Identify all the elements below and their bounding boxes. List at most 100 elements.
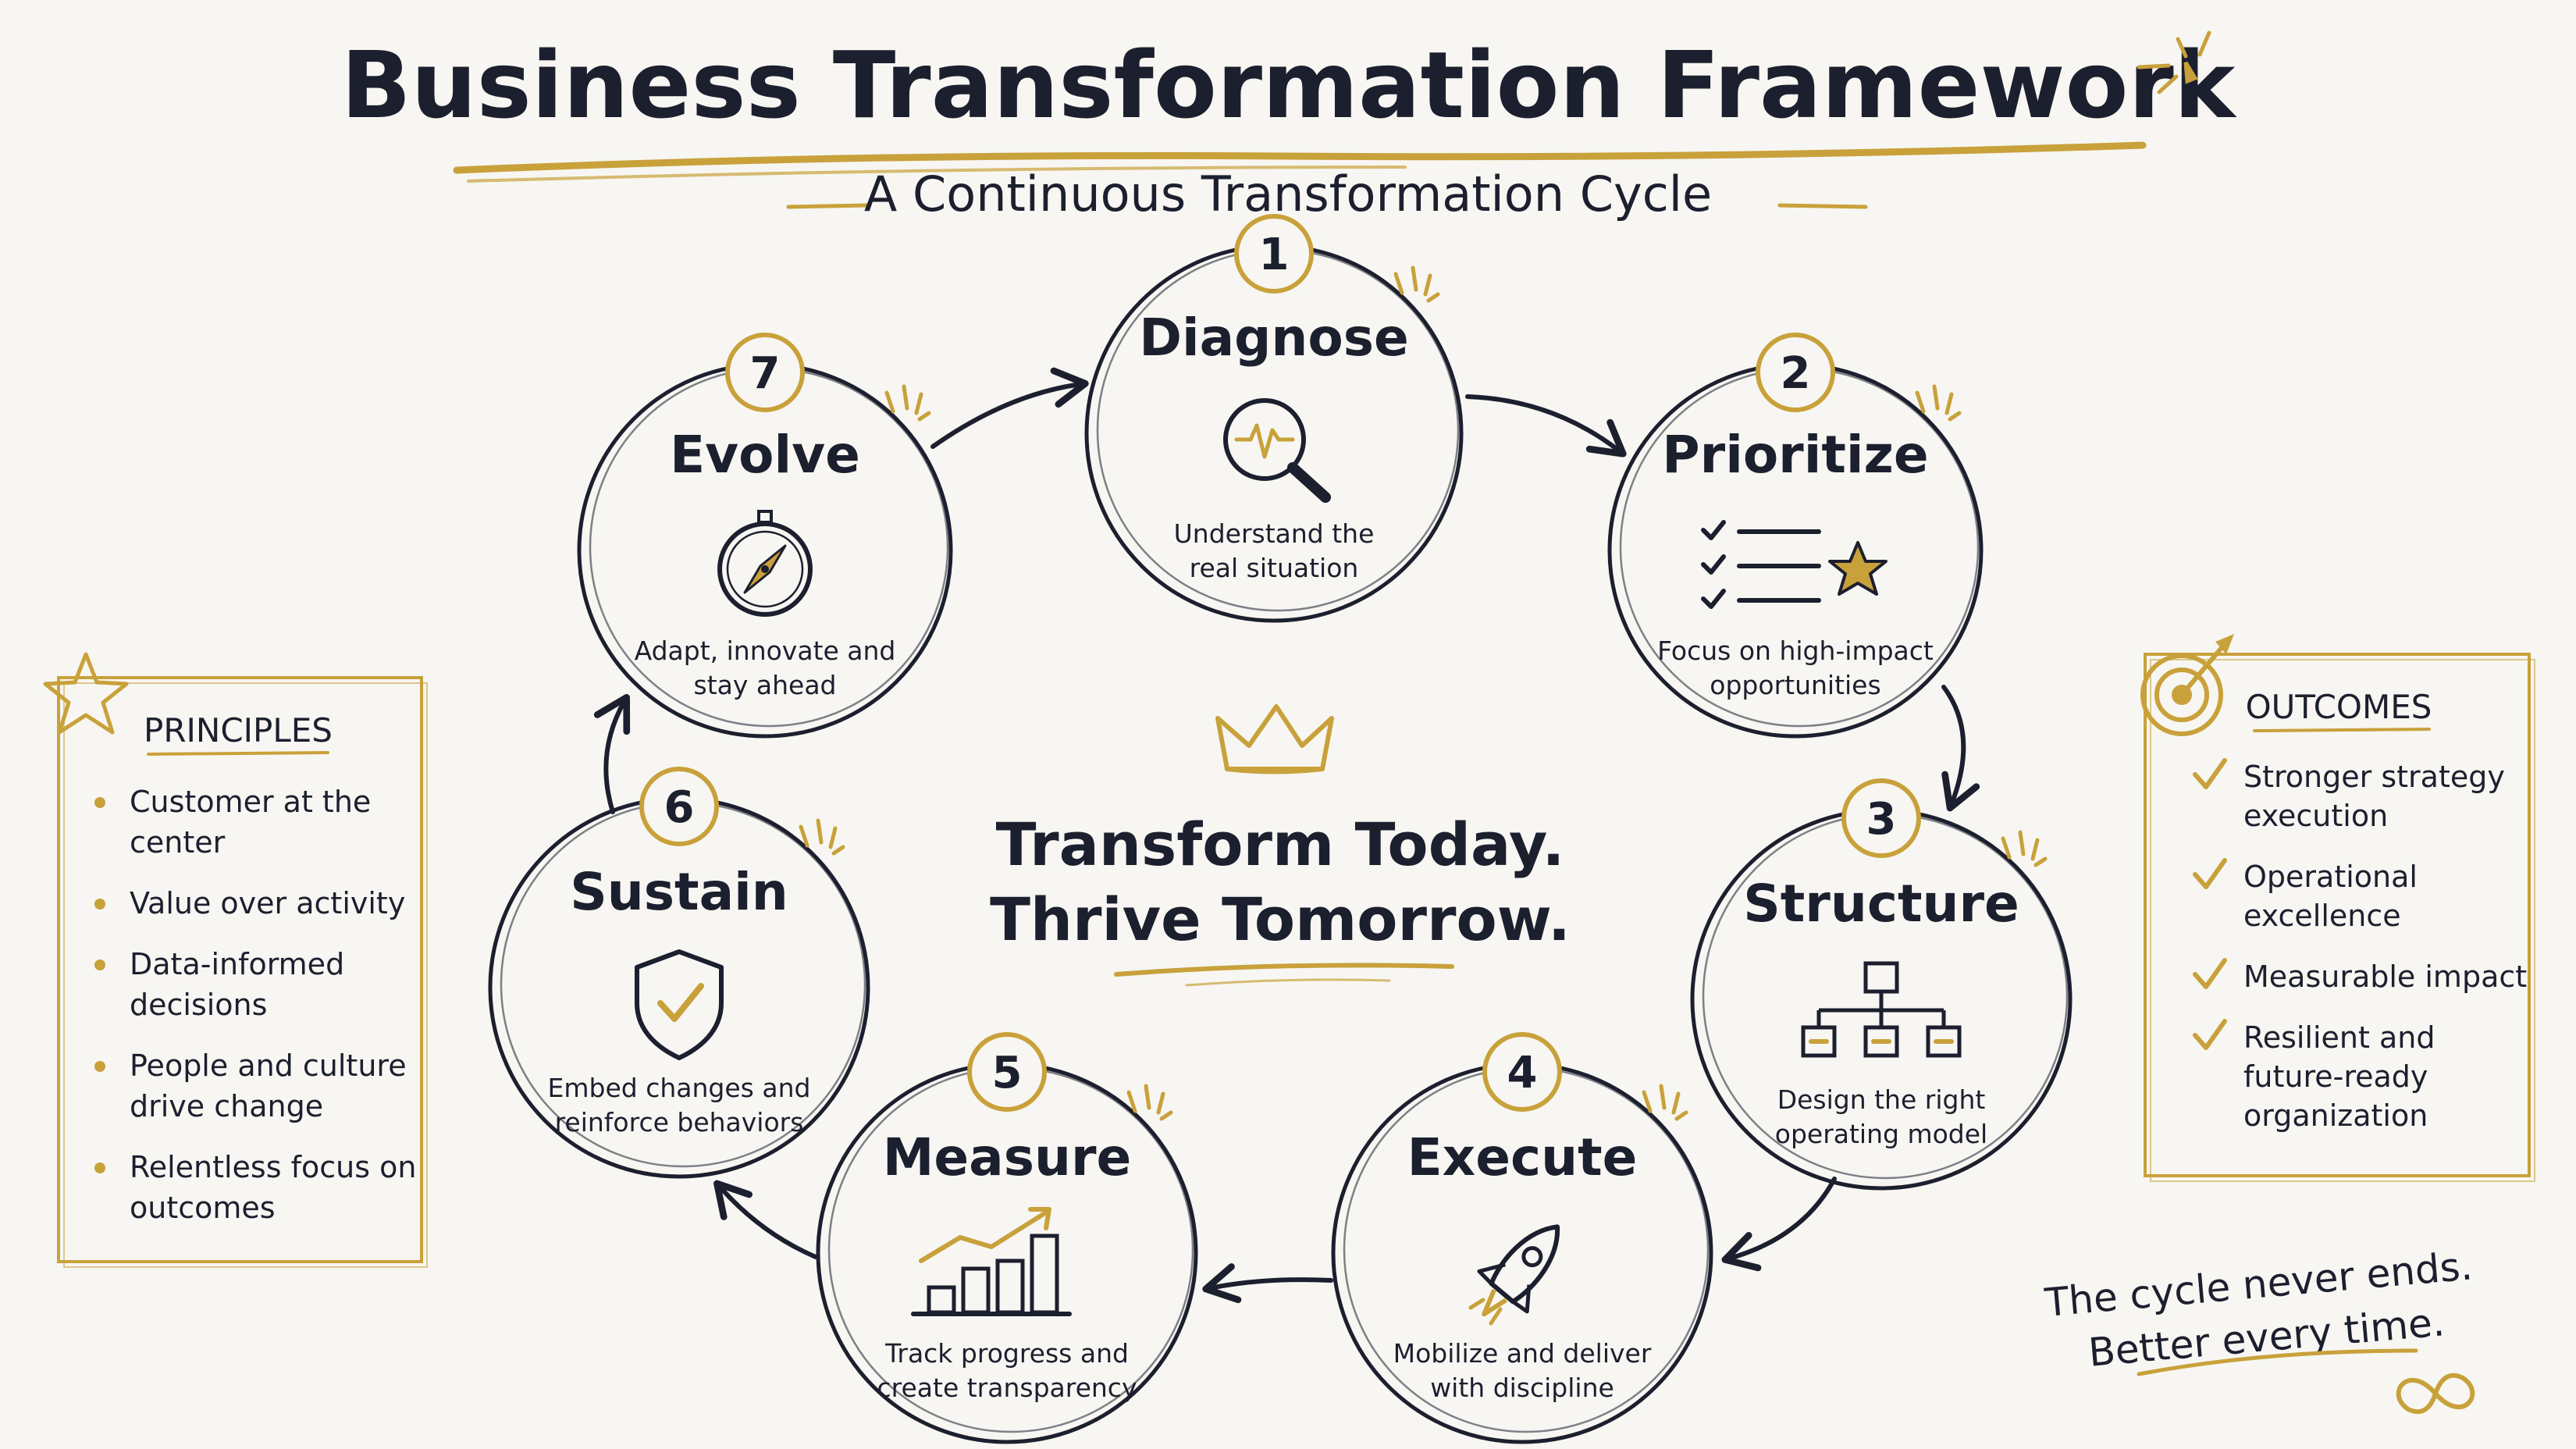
outcome-item: Measurable impact (2193, 958, 2527, 994)
sparkle-icon (2137, 30, 2211, 94)
checklist-star-icon (1701, 520, 1888, 609)
step-sparkle-icon (799, 818, 845, 856)
check-icon (2193, 758, 2227, 789)
center-line-2: Thrive Tomorrow. (990, 885, 1571, 954)
target-icon (2140, 634, 2234, 736)
step-sparkle-icon (884, 384, 931, 422)
step-title: Sustain (570, 862, 788, 922)
cycle-arrows (593, 367, 1980, 1304)
principle-text: drive change (130, 1089, 323, 1123)
step-sparkle-icon (2001, 830, 2048, 867)
center-underline (1114, 963, 1454, 977)
step-title: Evolve (670, 425, 860, 485)
check-icon (2193, 1019, 2227, 1050)
principle-text: outcomes (130, 1191, 276, 1225)
step-number: 1 (1259, 230, 1290, 280)
principle-text: center (130, 825, 226, 860)
footer-note: The cycle never ends. Better every time. (2042, 1243, 2475, 1415)
step-sparkle-icon (1642, 1084, 1688, 1121)
step-sparkle-icon (1126, 1084, 1173, 1121)
principle-text: People and culture (130, 1048, 407, 1083)
step-desc-line-2: reinforce behaviors (555, 1107, 804, 1137)
step-sparkle-icon (1393, 265, 1440, 303)
step-number: 3 (1866, 794, 1897, 845)
step-desc-line-2: with discipline (1430, 1372, 1614, 1403)
header: Business Transformation Framework A Cont… (341, 30, 2237, 223)
subtitle-dash-left (786, 203, 869, 209)
step-number-badge (725, 333, 805, 412)
outcomes-title: OUTCOMES (2246, 688, 2432, 726)
principle-item: People and culture drive change (94, 1048, 407, 1123)
arrow-1-to-2 (1465, 394, 1627, 457)
compass-icon (717, 510, 813, 617)
check-icon (2193, 958, 2227, 989)
step-desc-line-1: Mobilize and deliver (1393, 1338, 1652, 1369)
outcome-text: Measurable impact (2243, 959, 2527, 994)
step-desc-line-2: operating model (1775, 1119, 1987, 1149)
page-title: Business Transformation Framework (341, 31, 2237, 139)
center-message: Transform Today. Thrive Tomorrow. (990, 704, 1571, 987)
step-number: 2 (1781, 348, 1811, 399)
step-desc-line-2: real situation (1190, 553, 1359, 583)
principle-text: Data-informed (130, 947, 344, 981)
bullet-dot (94, 959, 105, 970)
step-number: 6 (664, 782, 695, 833)
subtitle-dash-right (1777, 203, 1868, 209)
principle-text: Customer at the (130, 785, 371, 819)
step-number: 7 (750, 348, 781, 399)
outcomes-list: Stronger strategyexecutionOperationalexc… (2193, 758, 2527, 1133)
step-number: 4 (1507, 1048, 1538, 1098)
principle-item: Customer at the center (94, 785, 371, 860)
org-chart-icon (1801, 961, 1962, 1058)
crown-icon (1215, 704, 1334, 771)
step-title: Measure (883, 1127, 1132, 1187)
principle-text: Relentless focus on (130, 1150, 416, 1184)
principles-frame (57, 676, 423, 1263)
principle-item: Data-informed decisions (94, 947, 344, 1022)
step-number: 5 (992, 1048, 1023, 1098)
outcome-text: execution (2243, 799, 2388, 833)
step-number-badge (1234, 214, 1314, 294)
center-line-1: Transform Today. (996, 810, 1565, 879)
step-title: Execute (1407, 1127, 1638, 1187)
outcome-text: Resilient and (2243, 1020, 2435, 1055)
outcome-text: future-ready (2243, 1059, 2428, 1094)
step-desc-line-1: Embed changes and (548, 1073, 811, 1103)
title-underline-accent (467, 166, 1407, 183)
footer-underline (2137, 1348, 2418, 1376)
principle-text: decisions (130, 988, 267, 1022)
title-underline (453, 141, 2147, 174)
step-title: Structure (1743, 874, 2019, 934)
step-title: Prioritize (1662, 425, 1928, 485)
principle-item: Relentless focus on outcomes (94, 1150, 416, 1225)
outcomes-panel: OUTCOMES Stronger strategyexecutionOpera… (2140, 634, 2535, 1182)
step-sparkle-icon (1915, 384, 1962, 422)
bullet-dot (94, 797, 105, 808)
arrow-6-to-7 (593, 693, 631, 814)
arrow-2-to-3 (1941, 685, 1980, 812)
bullet-dot (94, 1061, 105, 1072)
step-desc-line-1: Understand the (1174, 518, 1375, 549)
step-number-badge (967, 1032, 1047, 1112)
check-icon (2193, 858, 2227, 889)
step-desc-line-1: Focus on high-impact (1657, 635, 1934, 666)
step-desc-line-2: stay ahead (694, 670, 837, 700)
step-desc-line-1: Adapt, innovate and (635, 635, 896, 666)
step-desc-line-2: create transparency (877, 1372, 1137, 1403)
arrow-3-to-4 (1721, 1177, 1837, 1272)
outcomes-frame (2144, 653, 2531, 1177)
outcome-text: Operational (2243, 860, 2418, 894)
step-number-badge (1841, 778, 1921, 858)
